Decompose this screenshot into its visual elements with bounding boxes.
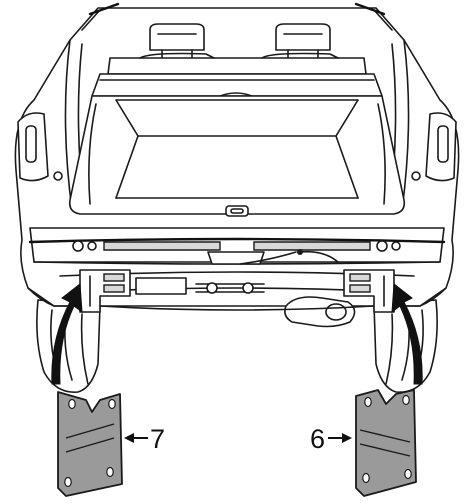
right-frame-bracket: [343, 269, 395, 313]
cargo-area: [68, 73, 406, 217]
callout-label-7: 7: [150, 424, 165, 454]
callout-label-6: 6: [310, 424, 325, 454]
callout-7: 7: [124, 424, 165, 454]
left-frame-bracket: [79, 269, 131, 313]
left-installation-arrow: [51, 283, 83, 385]
right-installation-arrow: [391, 283, 423, 385]
bracket-plate-7: [57, 391, 123, 497]
left-tail-light: [17, 112, 63, 182]
rear-bumper: [28, 227, 446, 265]
headrest-right: [275, 23, 331, 59]
callout-6: 6: [310, 424, 352, 454]
right-lower-corner: [419, 287, 447, 307]
left-lower-corner: [27, 287, 55, 307]
right-tail-light: [411, 112, 457, 182]
bracket-plate-6: [355, 389, 417, 497]
